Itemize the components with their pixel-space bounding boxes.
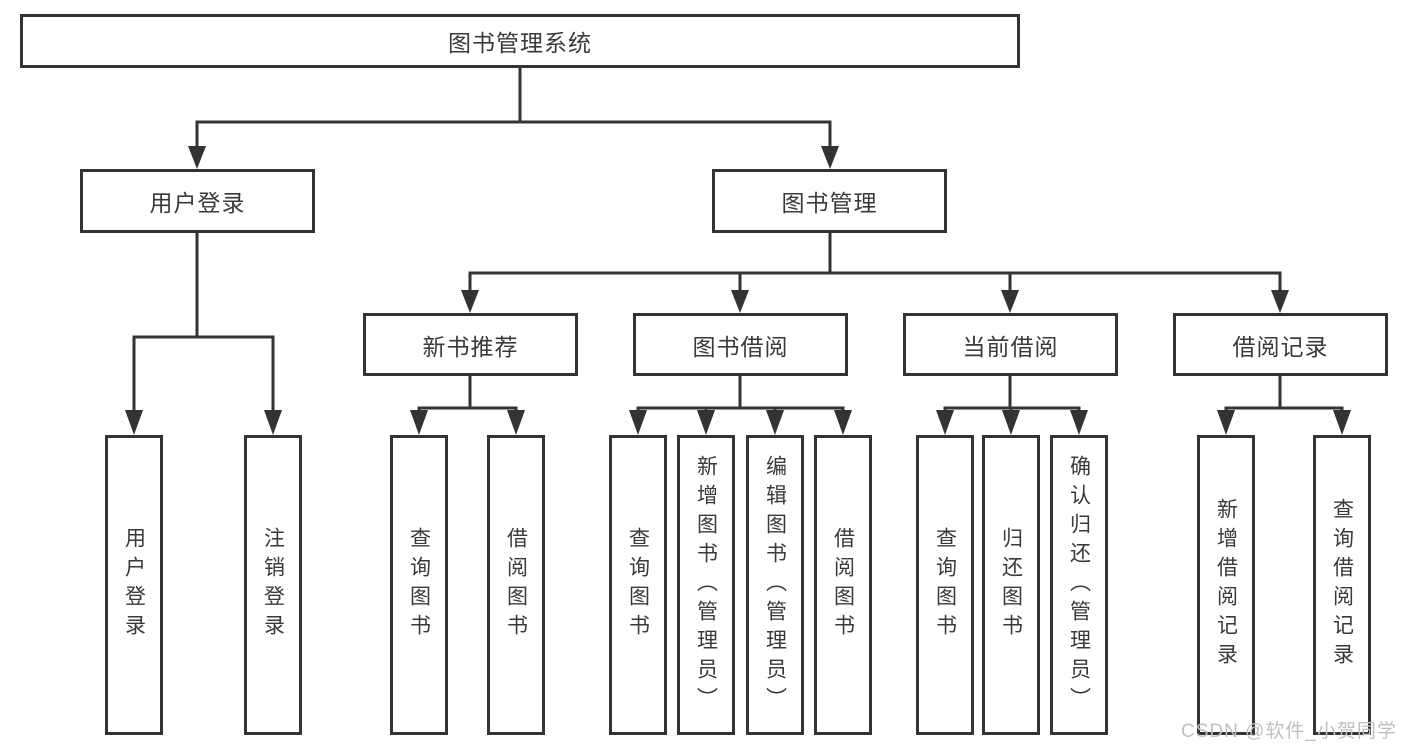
leaf-borrow-books-borrow-label: 借阅图书 (831, 527, 855, 643)
leaf-edit-book-admin: 编辑图书（管理员） (746, 435, 804, 735)
leaf-add-borrow-record-label: 新增借阅记录 (1214, 498, 1238, 672)
leaf-add-borrow-record: 新增借阅记录 (1197, 435, 1255, 735)
leaf-query-books-borrow: 查询图书 (609, 435, 667, 735)
arrow-down-icon (507, 410, 525, 435)
node-book-borrowing-label: 图书借阅 (692, 333, 789, 360)
leaf-borrow-books-recommend: 借阅图书 (487, 435, 545, 735)
arrow-down-icon (1002, 410, 1020, 435)
arrow-down-icon (461, 290, 479, 313)
leaf-borrow-books-borrow: 借阅图书 (814, 435, 872, 735)
csdn-watermark: CSDN @软件_小贺同学 (1181, 721, 1397, 742)
leaf-user-login: 用户登录 (105, 435, 163, 735)
node-library-system: 图书管理系统 (20, 14, 1020, 68)
arrow-down-icon (1217, 410, 1235, 435)
leaf-query-books-current: 查询图书 (916, 435, 974, 735)
leaf-confirm-return-admin: 确认归还（管理员） (1050, 435, 1108, 735)
leaf-query-books-recommend: 查询图书 (390, 435, 448, 735)
arrow-down-icon (1333, 410, 1351, 435)
node-new-book-recommendation-label: 新书推荐 (422, 333, 519, 360)
arrow-down-icon (125, 410, 143, 435)
leaf-return-books: 归还图书 (982, 435, 1040, 735)
leaf-query-books-borrow-label: 查询图书 (626, 527, 650, 643)
node-user-login: 用户登录 (80, 169, 315, 233)
node-user-login-label: 用户登录 (149, 190, 246, 216)
node-book-management: 图书管理 (712, 169, 947, 233)
arrow-down-icon (821, 146, 839, 169)
arrow-down-icon (731, 290, 749, 313)
arrow-down-icon (264, 410, 282, 435)
node-current-borrowing-label: 当前借阅 (962, 333, 1059, 360)
arrow-down-icon (697, 410, 715, 435)
node-book-management-label: 图书管理 (781, 190, 878, 216)
leaf-user-login-label: 用户登录 (122, 527, 146, 643)
leaf-logout: 注销登录 (244, 435, 302, 735)
arrow-down-icon (629, 410, 647, 435)
node-library-system-label: 图书管理系统 (448, 30, 592, 56)
arrow-down-icon (1001, 290, 1019, 313)
leaf-add-book-admin-label: 新增图书（管理员） (694, 454, 718, 716)
arrow-down-icon (1271, 290, 1289, 313)
node-book-borrowing: 图书借阅 (633, 313, 848, 376)
leaf-query-borrow-record-label: 查询借阅记录 (1330, 498, 1354, 672)
arrow-down-icon (766, 410, 784, 435)
arrow-down-icon (936, 410, 954, 435)
arrow-down-icon (834, 410, 852, 435)
leaf-query-books-recommend-label: 查询图书 (407, 527, 431, 643)
node-current-borrowing: 当前借阅 (903, 313, 1118, 376)
leaf-borrow-books-recommend-label: 借阅图书 (504, 527, 528, 643)
node-borrowing-records-label: 借阅记录 (1232, 333, 1329, 360)
leaf-add-book-admin: 新增图书（管理员） (677, 435, 735, 735)
leaf-query-borrow-record: 查询借阅记录 (1313, 435, 1371, 735)
leaf-logout-label: 注销登录 (261, 527, 285, 643)
leaf-edit-book-admin-label: 编辑图书（管理员） (763, 454, 787, 716)
node-borrowing-records: 借阅记录 (1173, 313, 1388, 376)
arrow-down-icon (410, 410, 428, 435)
leaf-return-books-label: 归还图书 (999, 527, 1023, 643)
arrow-down-icon (188, 146, 206, 169)
leaf-confirm-return-admin-label: 确认归还（管理员） (1067, 454, 1091, 716)
leaf-query-books-current-label: 查询图书 (933, 527, 957, 643)
node-new-book-recommendation: 新书推荐 (363, 313, 578, 376)
arrow-down-icon (1070, 410, 1088, 435)
